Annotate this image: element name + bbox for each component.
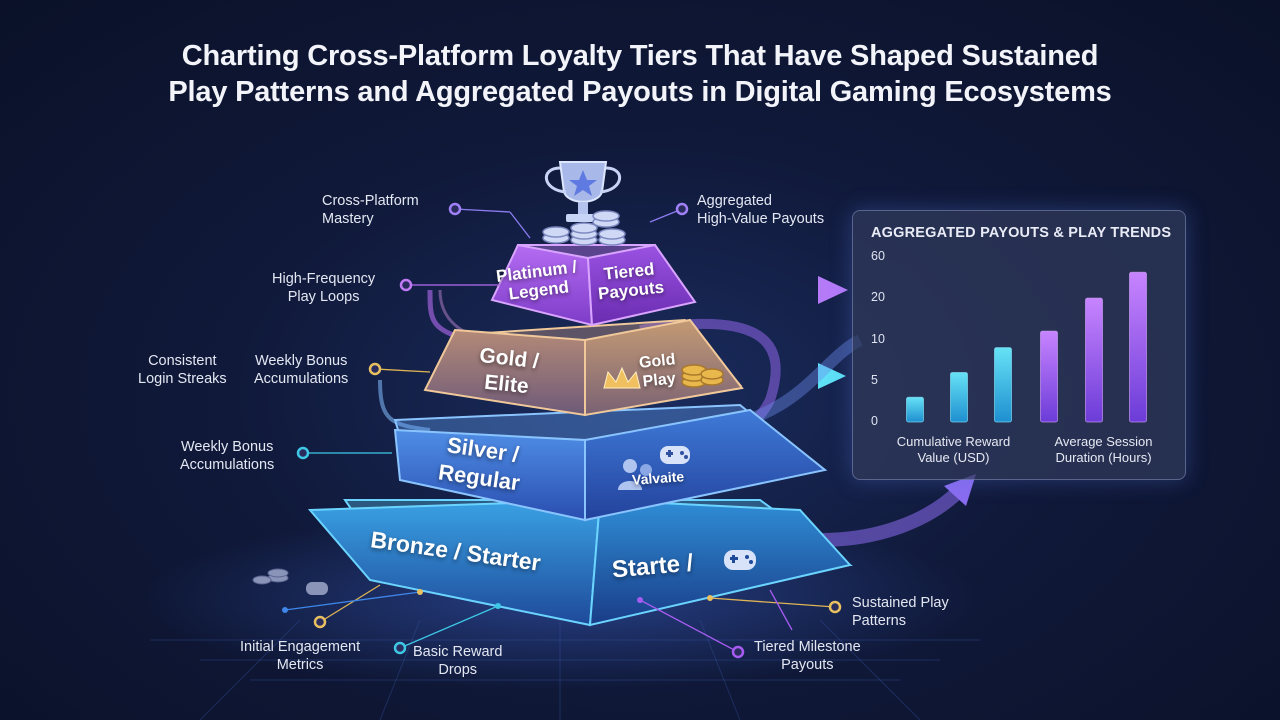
arrow-head-bronze (944, 474, 976, 506)
users-icon (618, 459, 652, 490)
floor-gamepad-icon (306, 582, 328, 595)
tier-label-silver: Silver /Regular (436, 432, 522, 496)
payouts-chart-panel: AGGREGATED PAYOUTS & PLAY TRENDS 60 20 1… (852, 210, 1186, 480)
callout-dot-tiered-milestone (731, 645, 745, 659)
floor-coins-icon (252, 568, 289, 585)
trophy-icon (544, 161, 622, 222)
tier-label-gold: Gold /Elite (478, 344, 540, 399)
callout-dot-weekly-silver (296, 446, 310, 460)
callout-dot-aggregated (675, 202, 689, 216)
tier-platinum (490, 243, 697, 327)
y-tick-20: 20 (871, 290, 885, 304)
callout-dot-basic-reward (393, 641, 407, 655)
callout-dot-initial (313, 615, 327, 629)
chart-bar-4 (1040, 330, 1058, 423)
crown-icon (603, 366, 641, 389)
gamepad-icon-silver (660, 446, 690, 464)
chart-bar-6 (1129, 271, 1147, 423)
gamepad-icon-bronze (724, 550, 756, 570)
tier-bronze (307, 498, 853, 627)
page-title-line-1: Charting Cross-Platform Loyalty Tiers Th… (181, 40, 1099, 72)
coin-stack-icon (542, 210, 626, 246)
callout-dot-high-frequency (399, 278, 413, 292)
y-tick-5: 5 (871, 373, 878, 387)
callout-dot-cross-platform (448, 202, 462, 216)
bar-chart (906, 271, 1147, 423)
y-tick-10: 10 (871, 332, 885, 346)
chart-bar-2 (950, 371, 968, 423)
arrow-head-platinum (818, 276, 848, 304)
chart-bar-3 (994, 347, 1012, 423)
tier-gold (423, 318, 744, 417)
callout-dots (282, 202, 842, 659)
callout-dot-weekly-gold (368, 362, 382, 376)
arrow-head-gold (818, 363, 846, 389)
chart-bar-1 (906, 396, 924, 423)
gold-coins-icon (681, 364, 724, 388)
page-title-line-2: Play Patterns and Aggregated Payouts in … (168, 76, 1112, 108)
tier-silver (393, 403, 828, 522)
panel-title: AGGREGATED PAYOUTS & PLAY TRENDS (871, 225, 1172, 241)
y-tick-0: 0 (871, 414, 878, 428)
y-tick-60: 60 (871, 249, 885, 263)
callout-connectors (284, 208, 836, 653)
chart-bar-5 (1085, 297, 1103, 423)
callout-dot-sustained (828, 600, 842, 614)
floor-grid (150, 619, 980, 720)
